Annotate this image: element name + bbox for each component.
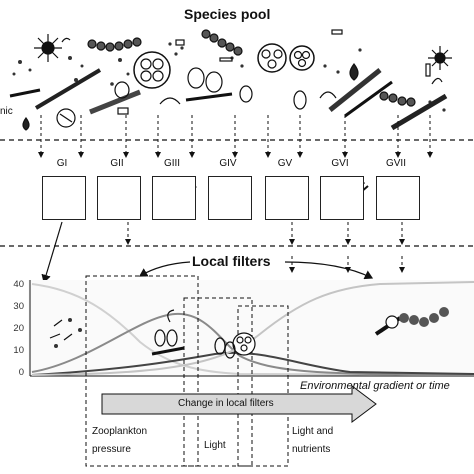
change-arrow bbox=[101, 385, 377, 423]
group-label: GVI bbox=[331, 158, 349, 169]
group-label: GVII bbox=[385, 158, 406, 169]
group-box-giv bbox=[208, 176, 252, 220]
chart-organisms bbox=[49, 307, 449, 359]
group-label: GI bbox=[56, 158, 68, 169]
species-pool-organisms bbox=[9, 29, 452, 131]
filter-windows bbox=[85, 275, 289, 467]
group-box-giii bbox=[152, 176, 196, 220]
y-tick: 40 bbox=[13, 279, 24, 290]
group-box-gv bbox=[265, 176, 309, 220]
filter-label-light: Light bbox=[204, 440, 226, 451]
species-pool-title: Species pool bbox=[184, 6, 271, 22]
chart-axes bbox=[29, 280, 474, 377]
local-filters-title: Local filters bbox=[192, 253, 271, 269]
filter-label-line: pressure bbox=[92, 444, 131, 455]
group-label: GIV bbox=[219, 158, 237, 169]
y-tick: 10 bbox=[13, 345, 24, 356]
flow-arrows bbox=[41, 221, 374, 284]
group-box-gii bbox=[97, 176, 141, 220]
y-tick: 0 bbox=[18, 367, 24, 378]
filter-label-light-nutrients: Light and nutrients bbox=[292, 426, 333, 456]
filter-label-line: nutrients bbox=[292, 444, 331, 455]
y-tick: 30 bbox=[13, 301, 24, 312]
group-label: GV bbox=[277, 158, 293, 169]
filter-label-zooplankton: Zooplankton pressure bbox=[92, 426, 147, 456]
truncated-label: nic bbox=[0, 106, 13, 117]
box-arrows bbox=[125, 222, 405, 273]
group-label: GII bbox=[110, 158, 124, 169]
group-box-gi bbox=[42, 176, 86, 220]
pool-arrows bbox=[38, 115, 433, 158]
filter-label-line: Zooplankton bbox=[92, 426, 148, 437]
group-box-gvii bbox=[376, 176, 420, 220]
group-box-gvi bbox=[320, 176, 364, 220]
axis-label: Environmental gradient or time bbox=[300, 380, 450, 392]
filter-label-line: Light and bbox=[292, 426, 334, 437]
y-tick: 20 bbox=[13, 323, 24, 334]
group-label: GIII bbox=[163, 158, 181, 169]
change-arrow-label: Change in local filters bbox=[178, 398, 274, 409]
curves bbox=[31, 281, 474, 376]
